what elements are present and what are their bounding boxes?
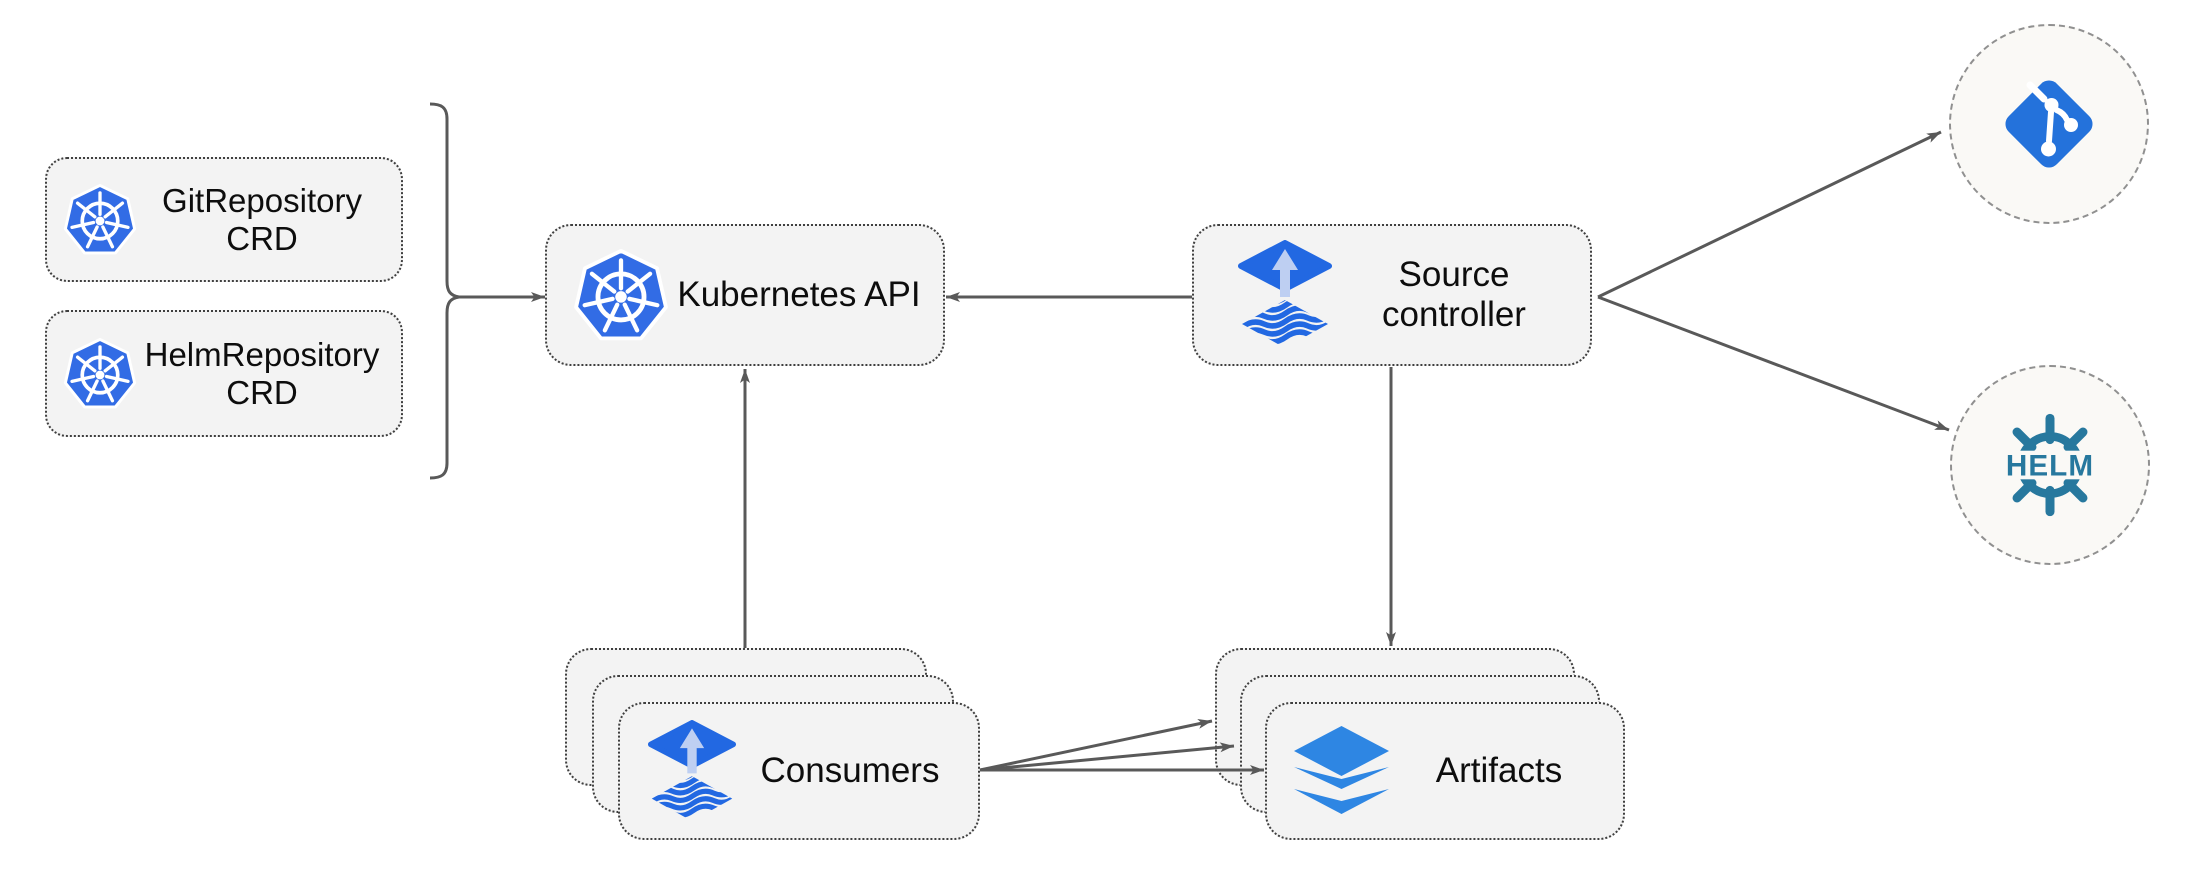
edge-consumers-to-artifacts-1: [979, 719, 1213, 772]
node-label: Artifacts: [1435, 750, 1563, 790]
kubernetes-icon: [63, 183, 137, 255]
node-label: Source controller: [1382, 254, 1526, 334]
node-helm-repository-crd: HelmRepository CRD: [45, 310, 403, 437]
node-label: GitRepository CRD: [162, 181, 362, 257]
node-label: HelmRepository CRD: [144, 335, 380, 411]
edge-consumers-to-artifacts-2: [979, 742, 1235, 772]
node-consumers: Consumers: [618, 702, 980, 840]
node-label: Kubernetes API: [677, 274, 921, 314]
flux-icon: [1238, 240, 1332, 350]
node-git-repository: [1949, 24, 2149, 224]
edge-source-controller-to-git-repository: [1597, 130, 1942, 299]
layers-icon: [1294, 726, 1389, 814]
flux-icon: [648, 720, 736, 823]
helm-icon: HELM: [1997, 413, 2103, 517]
node-label: Consumers: [760, 750, 940, 790]
crd-group-bracket: [429, 102, 460, 480]
edge-source-controller-to-helm-repository: [1597, 295, 1950, 432]
node-artifacts: Artifacts: [1265, 702, 1625, 840]
git-icon: [1999, 74, 2099, 174]
node-source-controller: Source controller: [1192, 224, 1592, 366]
node-kubernetes-api: Kubernetes API: [545, 224, 945, 366]
helm-logo-text: HELM: [2006, 450, 2094, 483]
node-helm-repository: HELM: [1950, 365, 2150, 565]
kubernetes-icon: [573, 245, 669, 345]
kubernetes-icon: [63, 337, 137, 409]
node-git-repository-crd: GitRepository CRD: [45, 157, 403, 282]
